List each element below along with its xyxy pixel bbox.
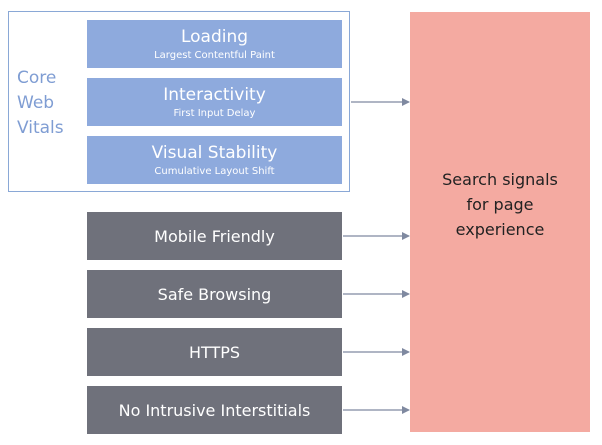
core-web-vitals-label-line: Web <box>17 93 55 113</box>
vital-box-interactivity: Interactivity First Input Delay <box>87 78 342 126</box>
signal-label: Safe Browsing <box>157 284 272 304</box>
core-web-vitals-group <box>8 11 350 192</box>
signal-label: Mobile Friendly <box>154 226 275 246</box>
core-web-vitals-label-line: Vitals <box>17 118 64 138</box>
signal-box-safe-browsing: Safe Browsing <box>87 270 342 318</box>
signal-box-no-intrusive-interstitials: No Intrusive Interstitials <box>87 386 342 434</box>
vital-title: Visual Stability <box>151 142 278 163</box>
signal-box-https: HTTPS <box>87 328 342 376</box>
vital-subtitle: First Input Delay <box>173 107 256 119</box>
target-label-line: experience <box>455 219 545 239</box>
signal-label: No Intrusive Interstitials <box>118 400 311 420</box>
vital-title: Loading <box>180 26 249 47</box>
vital-subtitle: Cumulative Layout Shift <box>154 165 275 177</box>
core-web-vitals-label: Core Web Vitals <box>17 66 85 141</box>
target-label-line: Search signals <box>442 169 558 189</box>
vital-title: Interactivity <box>163 84 266 105</box>
target-label-line: for page <box>466 194 534 214</box>
target-label: Search signals for page experience <box>442 167 558 242</box>
page-experience-target-box: Search signals for page experience <box>410 12 590 432</box>
vital-box-visual-stability: Visual Stability Cumulative Layout Shift <box>87 136 342 184</box>
signal-label: HTTPS <box>188 342 241 362</box>
vital-box-loading: Loading Largest Contentful Paint <box>87 20 342 68</box>
core-web-vitals-label-line: Core <box>17 68 57 88</box>
vital-subtitle: Largest Contentful Paint <box>154 49 275 61</box>
signal-box-mobile-friendly: Mobile Friendly <box>87 212 342 260</box>
